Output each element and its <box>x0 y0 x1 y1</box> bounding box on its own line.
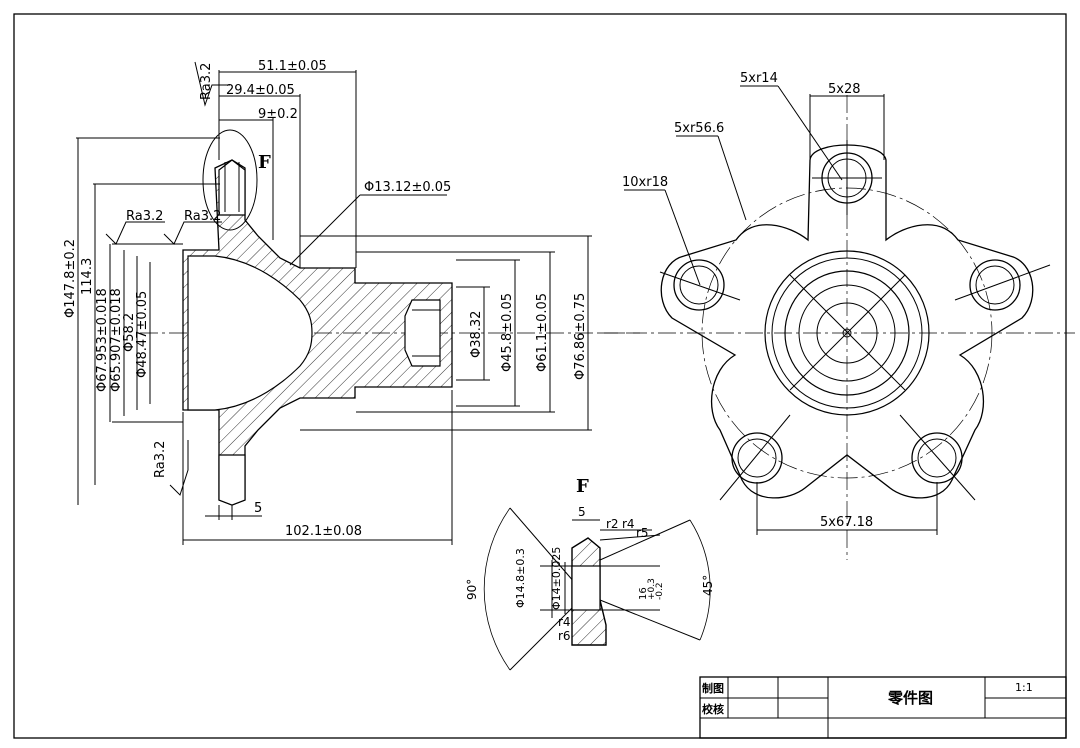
dim-67-953: Φ67.953±0.018 <box>95 288 110 392</box>
dim-48-47: Φ48.47±0.05 <box>135 291 150 378</box>
detail-angle-45: 45° <box>701 575 715 596</box>
stud-hole-top <box>812 140 882 215</box>
dim-5-bottom: 5 <box>254 501 262 516</box>
dim-61-1: Φ61.1±0.05 <box>535 293 550 372</box>
front-view <box>600 85 1075 560</box>
dim-38-32: Φ38.32 <box>469 311 484 358</box>
label-5x67-18: 5x67.18 <box>820 515 873 530</box>
dim-58-2: Φ58.2 <box>122 313 137 352</box>
stud-hole-right <box>954 259 1051 311</box>
dim-65-907: Φ65.907±0.018 <box>109 288 124 392</box>
dim-51-1: 51.1±0.05 <box>258 59 327 74</box>
dim-9: 9±0.2 <box>258 107 298 122</box>
section-view-labels: F 51.1±0.05 29.4±0.05 9±0.2 Φ13.12±0.05 … <box>63 59 588 539</box>
roughness-top: Ra3.2 <box>199 63 214 100</box>
drawing-scale: 1:1 <box>1015 681 1033 694</box>
detail-r6: r6 <box>558 629 571 643</box>
drawn-label: 制图 <box>702 681 724 695</box>
detail-title: F <box>576 476 589 497</box>
roughness-bottom: Ra3.2 <box>153 441 168 478</box>
detail-view-labels: F 5 r2 r4 r5 Φ14.8±0.3 Φ14±0.025 16 +0.3… <box>465 476 715 643</box>
detail-d14: Φ14±0.025 <box>550 547 563 610</box>
dim-147-8: Φ147.8±0.2 <box>63 239 78 318</box>
section-marker: F <box>258 152 271 173</box>
detail-tol-minus: -0.2 <box>655 582 665 600</box>
detail-d14-8: Φ14.8±0.3 <box>514 548 527 608</box>
label-10xr18: 10xr18 <box>622 175 668 190</box>
detail-tol-16: 16 <box>638 587 649 600</box>
dim-76-86: Φ76.86±0.75 <box>573 293 588 380</box>
roughness-left-1: Ra3.2 <box>126 209 163 224</box>
detail-r4b: r4 <box>558 615 571 629</box>
dim-29-4: 29.4±0.05 <box>226 83 295 98</box>
drawing-frame <box>13 13 1067 739</box>
detail-tol-plus: +0.3 <box>647 578 657 600</box>
detail-angle-90: 90° <box>465 579 479 600</box>
detail-dim-5: 5 <box>578 505 586 519</box>
detail-view <box>483 507 711 671</box>
roughness-left-2: Ra3.2 <box>184 209 221 224</box>
detail-r5: r5 <box>636 526 649 540</box>
front-view-labels: 5xr14 5x28 5xr56.6 10xr18 5x67.18 <box>622 71 873 530</box>
dim-45-8: Φ45.8±0.05 <box>500 293 515 372</box>
dim-13-12: Φ13.12±0.05 <box>364 180 451 195</box>
label-5xr14: 5xr14 <box>740 71 778 86</box>
dim-102-1: 102.1±0.08 <box>285 524 362 539</box>
drawing-title: 零件图 <box>887 689 933 707</box>
title-block <box>699 676 1067 739</box>
title-block-labels: 制图 校核 零件图 1:1 <box>702 681 1033 716</box>
label-5x28: 5x28 <box>828 82 861 97</box>
detail-r2: r2 <box>606 517 619 531</box>
check-label: 校核 <box>702 702 724 716</box>
dim-114-3: 114.3 <box>80 258 95 295</box>
section-view <box>76 61 640 545</box>
stud-hole-bottom-left <box>719 414 791 501</box>
stud-hole-left <box>659 259 741 311</box>
detail-r4: r4 <box>622 517 635 531</box>
label-5xr56-6: 5xr56.6 <box>674 121 724 136</box>
